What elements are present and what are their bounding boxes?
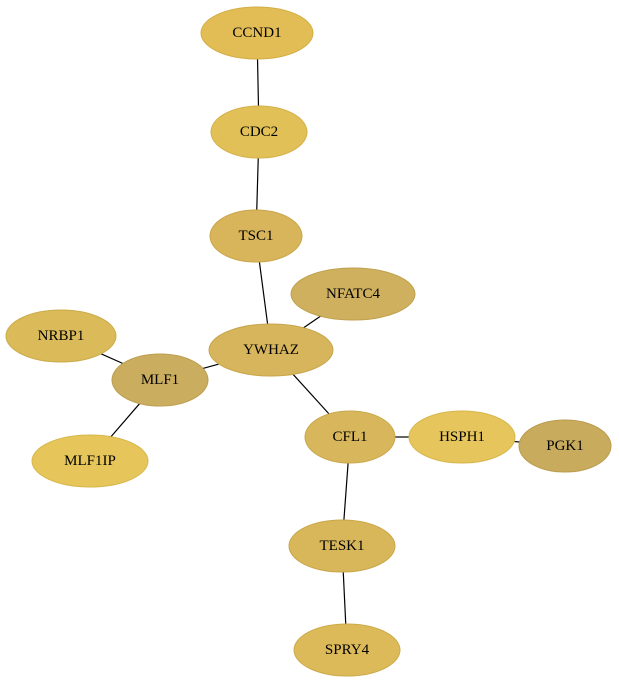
- node-ywhaz[interactable]: YWHAZ: [208, 323, 334, 377]
- node-pgk1[interactable]: PGK1: [518, 419, 612, 473]
- node-shape: [5, 309, 117, 363]
- node-cfl1[interactable]: CFL1: [304, 410, 396, 464]
- edges-layer: [100, 58, 520, 625]
- node-shape: [304, 410, 396, 464]
- node-spry4[interactable]: SPRY4: [293, 623, 401, 677]
- node-label: CCND1: [232, 25, 281, 41]
- node-hsph1[interactable]: HSPH1: [408, 410, 516, 464]
- node-shape: [111, 353, 209, 407]
- node-label: PGK1: [546, 438, 584, 454]
- node-shape: [210, 105, 308, 159]
- node-shape: [200, 6, 314, 60]
- node-ccnd1[interactable]: CCND1: [200, 6, 314, 60]
- node-shape: [290, 267, 416, 321]
- node-shape: [288, 519, 396, 573]
- node-shape: [518, 419, 612, 473]
- edge-nfatc4-ywhaz: [303, 315, 321, 329]
- node-label: MLF1: [141, 372, 179, 388]
- node-nfatc4[interactable]: NFATC4: [290, 267, 416, 321]
- edge-cdc2-tsc1: [256, 157, 259, 211]
- edge-ywhaz-cfl1: [292, 373, 330, 415]
- node-nrbp1[interactable]: NRBP1: [5, 309, 117, 363]
- node-label: CDC2: [240, 124, 278, 140]
- node-shape: [209, 209, 303, 263]
- node-cdc2[interactable]: CDC2: [210, 105, 308, 159]
- edge-cfl1-tesk1: [343, 462, 349, 521]
- edge-mlf1-mlf1ip: [110, 403, 141, 438]
- node-mlf1[interactable]: MLF1: [111, 353, 209, 407]
- node-label: TSC1: [238, 228, 273, 244]
- node-shape: [208, 323, 334, 377]
- node-shape: [31, 434, 149, 488]
- node-tesk1[interactable]: TESK1: [288, 519, 396, 573]
- node-label: MLF1IP: [64, 453, 116, 469]
- edge-tesk1-spry4: [342, 571, 347, 625]
- edge-tsc1-ywhaz: [258, 261, 269, 325]
- node-label: TESK1: [320, 538, 365, 554]
- edge-ccnd1-cdc2: [256, 58, 260, 107]
- node-shape: [293, 623, 401, 677]
- node-label: HSPH1: [439, 429, 485, 445]
- edge-nrbp1-mlf1: [100, 353, 124, 365]
- node-label: SPRY4: [325, 642, 370, 658]
- node-mlf1ip[interactable]: MLF1IP: [31, 434, 149, 488]
- node-label: NFATC4: [326, 286, 380, 302]
- edge-ywhaz-mlf1: [202, 363, 220, 369]
- node-label: NRBP1: [38, 328, 85, 344]
- node-label: YWHAZ: [243, 342, 299, 358]
- node-label: CFL1: [332, 429, 367, 445]
- node-shape: [408, 410, 516, 464]
- node-tsc1[interactable]: TSC1: [209, 209, 303, 263]
